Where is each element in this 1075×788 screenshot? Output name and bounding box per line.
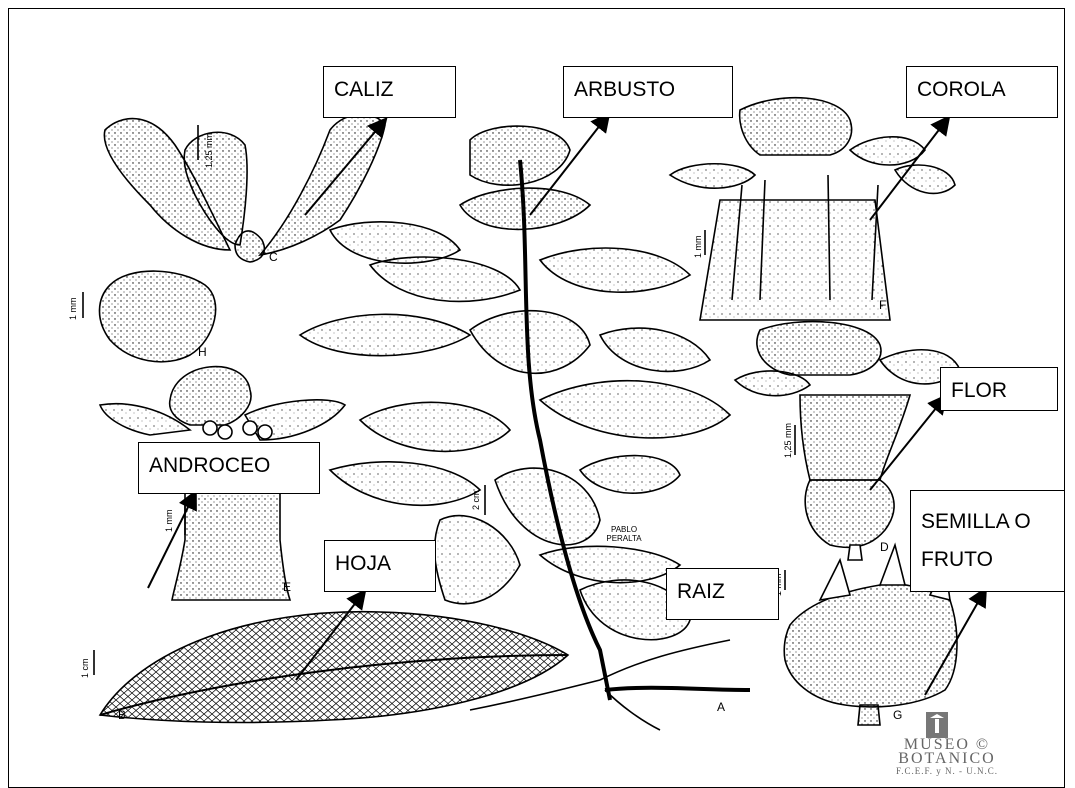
figure-letter-b: B <box>118 708 126 722</box>
museum-credit-line2: BOTANICO <box>872 752 1022 766</box>
figure-letter-a: A <box>717 700 725 714</box>
scale-label-d: 1,25 mm <box>783 423 793 458</box>
label-corola: COROLA <box>906 66 1058 118</box>
label-flor: FLOR <box>940 367 1058 411</box>
illustrator-signature: PABLO PERALTA <box>604 525 644 543</box>
label-arbusto: ARBUSTO <box>563 66 733 118</box>
label-semilla-line2: FRUTO <box>921 541 1054 579</box>
label-caliz: CALIZ <box>323 66 456 118</box>
leaf-drawing <box>100 612 568 723</box>
figure-letter-d: D <box>880 540 889 554</box>
label-raiz: RAIZ <box>666 568 779 620</box>
figure-letter-c: C <box>269 250 278 264</box>
figure-letter-f: F <box>879 298 886 312</box>
museum-credit: MUSEO © BOTANICO F.C.E.F. y N. - U.N.C. <box>872 712 1022 776</box>
scale-label-e: 1 mm <box>164 510 174 533</box>
museum-credit-line3: F.C.E.F. y N. - U.N.C. <box>872 766 1022 776</box>
label-androceo: ANDROCEO <box>138 442 320 494</box>
label-semilla-line1: SEMILLA O <box>921 503 1054 541</box>
scale-label-h: 1 mm <box>68 298 78 321</box>
scale-label-f: 1 mm <box>693 236 703 259</box>
scale-label-main: 2 cm <box>471 490 481 510</box>
figure-letter-e: E <box>283 580 291 594</box>
label-hoja: HOJA <box>324 540 436 592</box>
label-semilla-o-fruto: SEMILLA O FRUTO <box>910 490 1065 592</box>
figure-letter-h: H <box>198 345 207 359</box>
scale-label-c: 1,25 mm <box>204 133 214 168</box>
corolla-drawing <box>670 98 955 320</box>
scale-label-b: 1 cm <box>80 658 90 678</box>
